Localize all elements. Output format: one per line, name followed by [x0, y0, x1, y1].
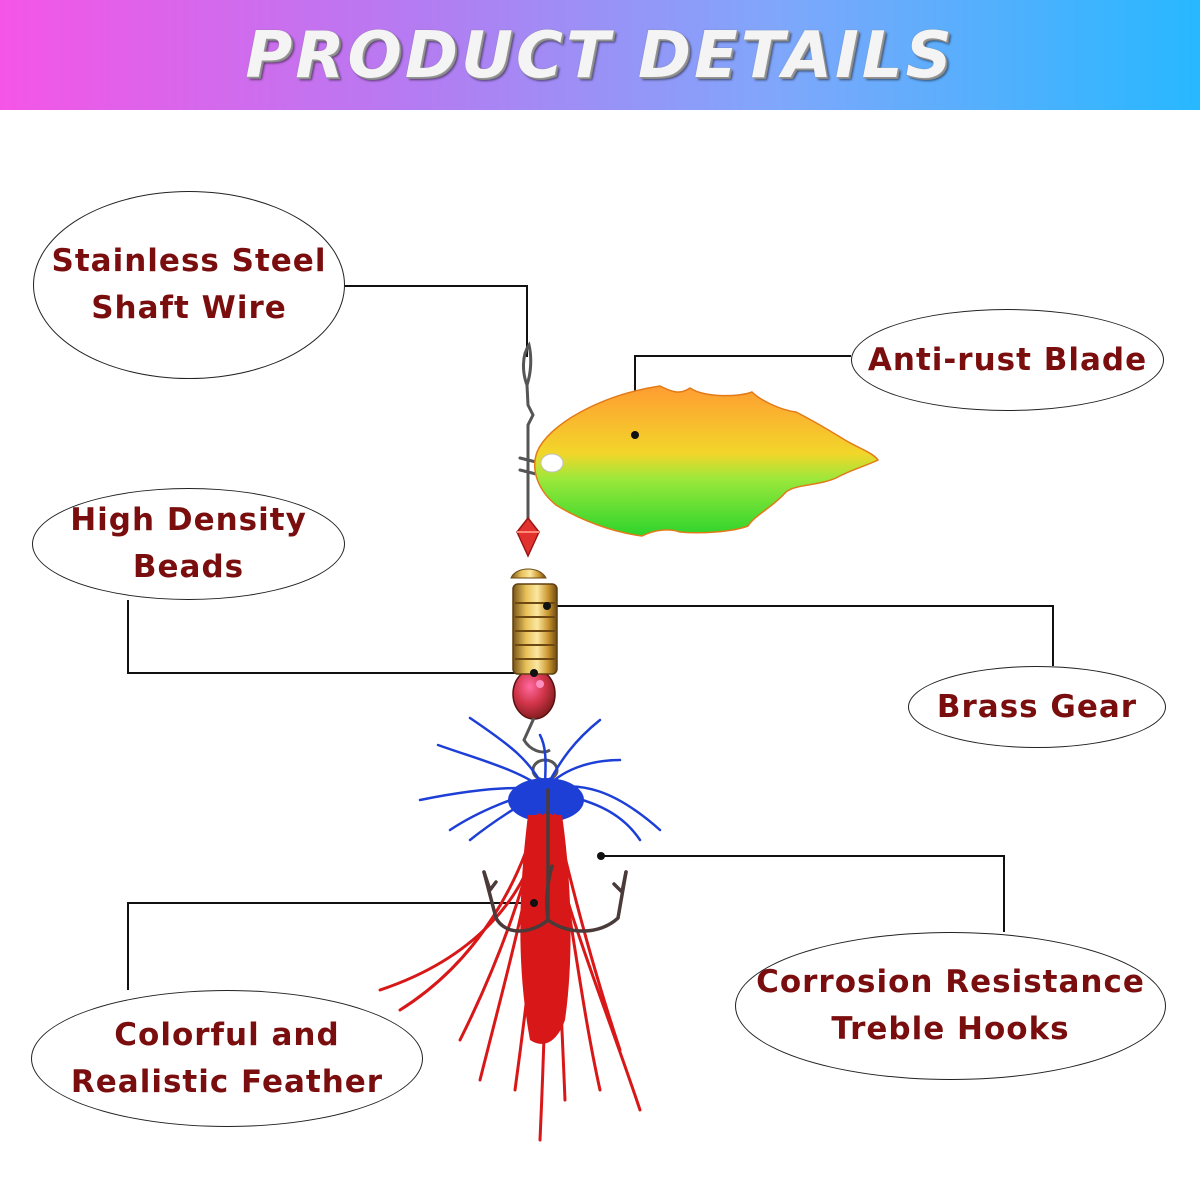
callout-anchor-dots	[530, 431, 639, 907]
callout-feather: Colorful and Realistic Feather	[31, 990, 423, 1127]
callout-shaft-wire-line1: Stainless Steel	[51, 243, 327, 279]
callout-feather-line2: Realistic Feather	[70, 1063, 384, 1100]
callout-shaft-wire: Stainless Steel Shaft Wire	[33, 191, 345, 379]
callout-high-density-beads-line2: Beads	[132, 549, 245, 585]
hook-eye	[522, 717, 559, 782]
callout-leader-lines	[127, 285, 1054, 990]
treble-hook-icon	[482, 788, 628, 933]
callout-feather-line1: Colorful and	[114, 1016, 340, 1053]
feather-icon	[378, 716, 662, 1142]
blade-icon	[533, 385, 880, 537]
callout-treble-hooks: Corrosion Resistance Treble Hooks	[735, 932, 1166, 1080]
header-banner	[0, 0, 1200, 110]
callout-high-density-beads: High Density Beads	[32, 488, 345, 600]
callout-brass-gear-line1: Brass Gear	[936, 688, 1138, 725]
page-title: PRODUCT DETAILS	[245, 19, 955, 93]
callout-treble-hooks-line2: Treble Hooks	[831, 1011, 1070, 1047]
callout-treble-hooks-line1: Corrosion Resistance	[756, 964, 1145, 1000]
bead-icon	[510, 516, 556, 720]
brass-gear-icon	[512, 583, 558, 675]
callout-brass-gear: Brass Gear	[908, 666, 1166, 748]
callout-anti-rust-blade: Anti-rust Blade	[851, 309, 1164, 411]
callout-high-density-beads-line1: High Density	[70, 502, 307, 538]
shaft-wire	[518, 341, 538, 532]
callout-anti-rust-blade-line1: Anti-rust Blade	[867, 341, 1148, 378]
callout-shaft-wire-line2: Shaft Wire	[91, 290, 287, 326]
